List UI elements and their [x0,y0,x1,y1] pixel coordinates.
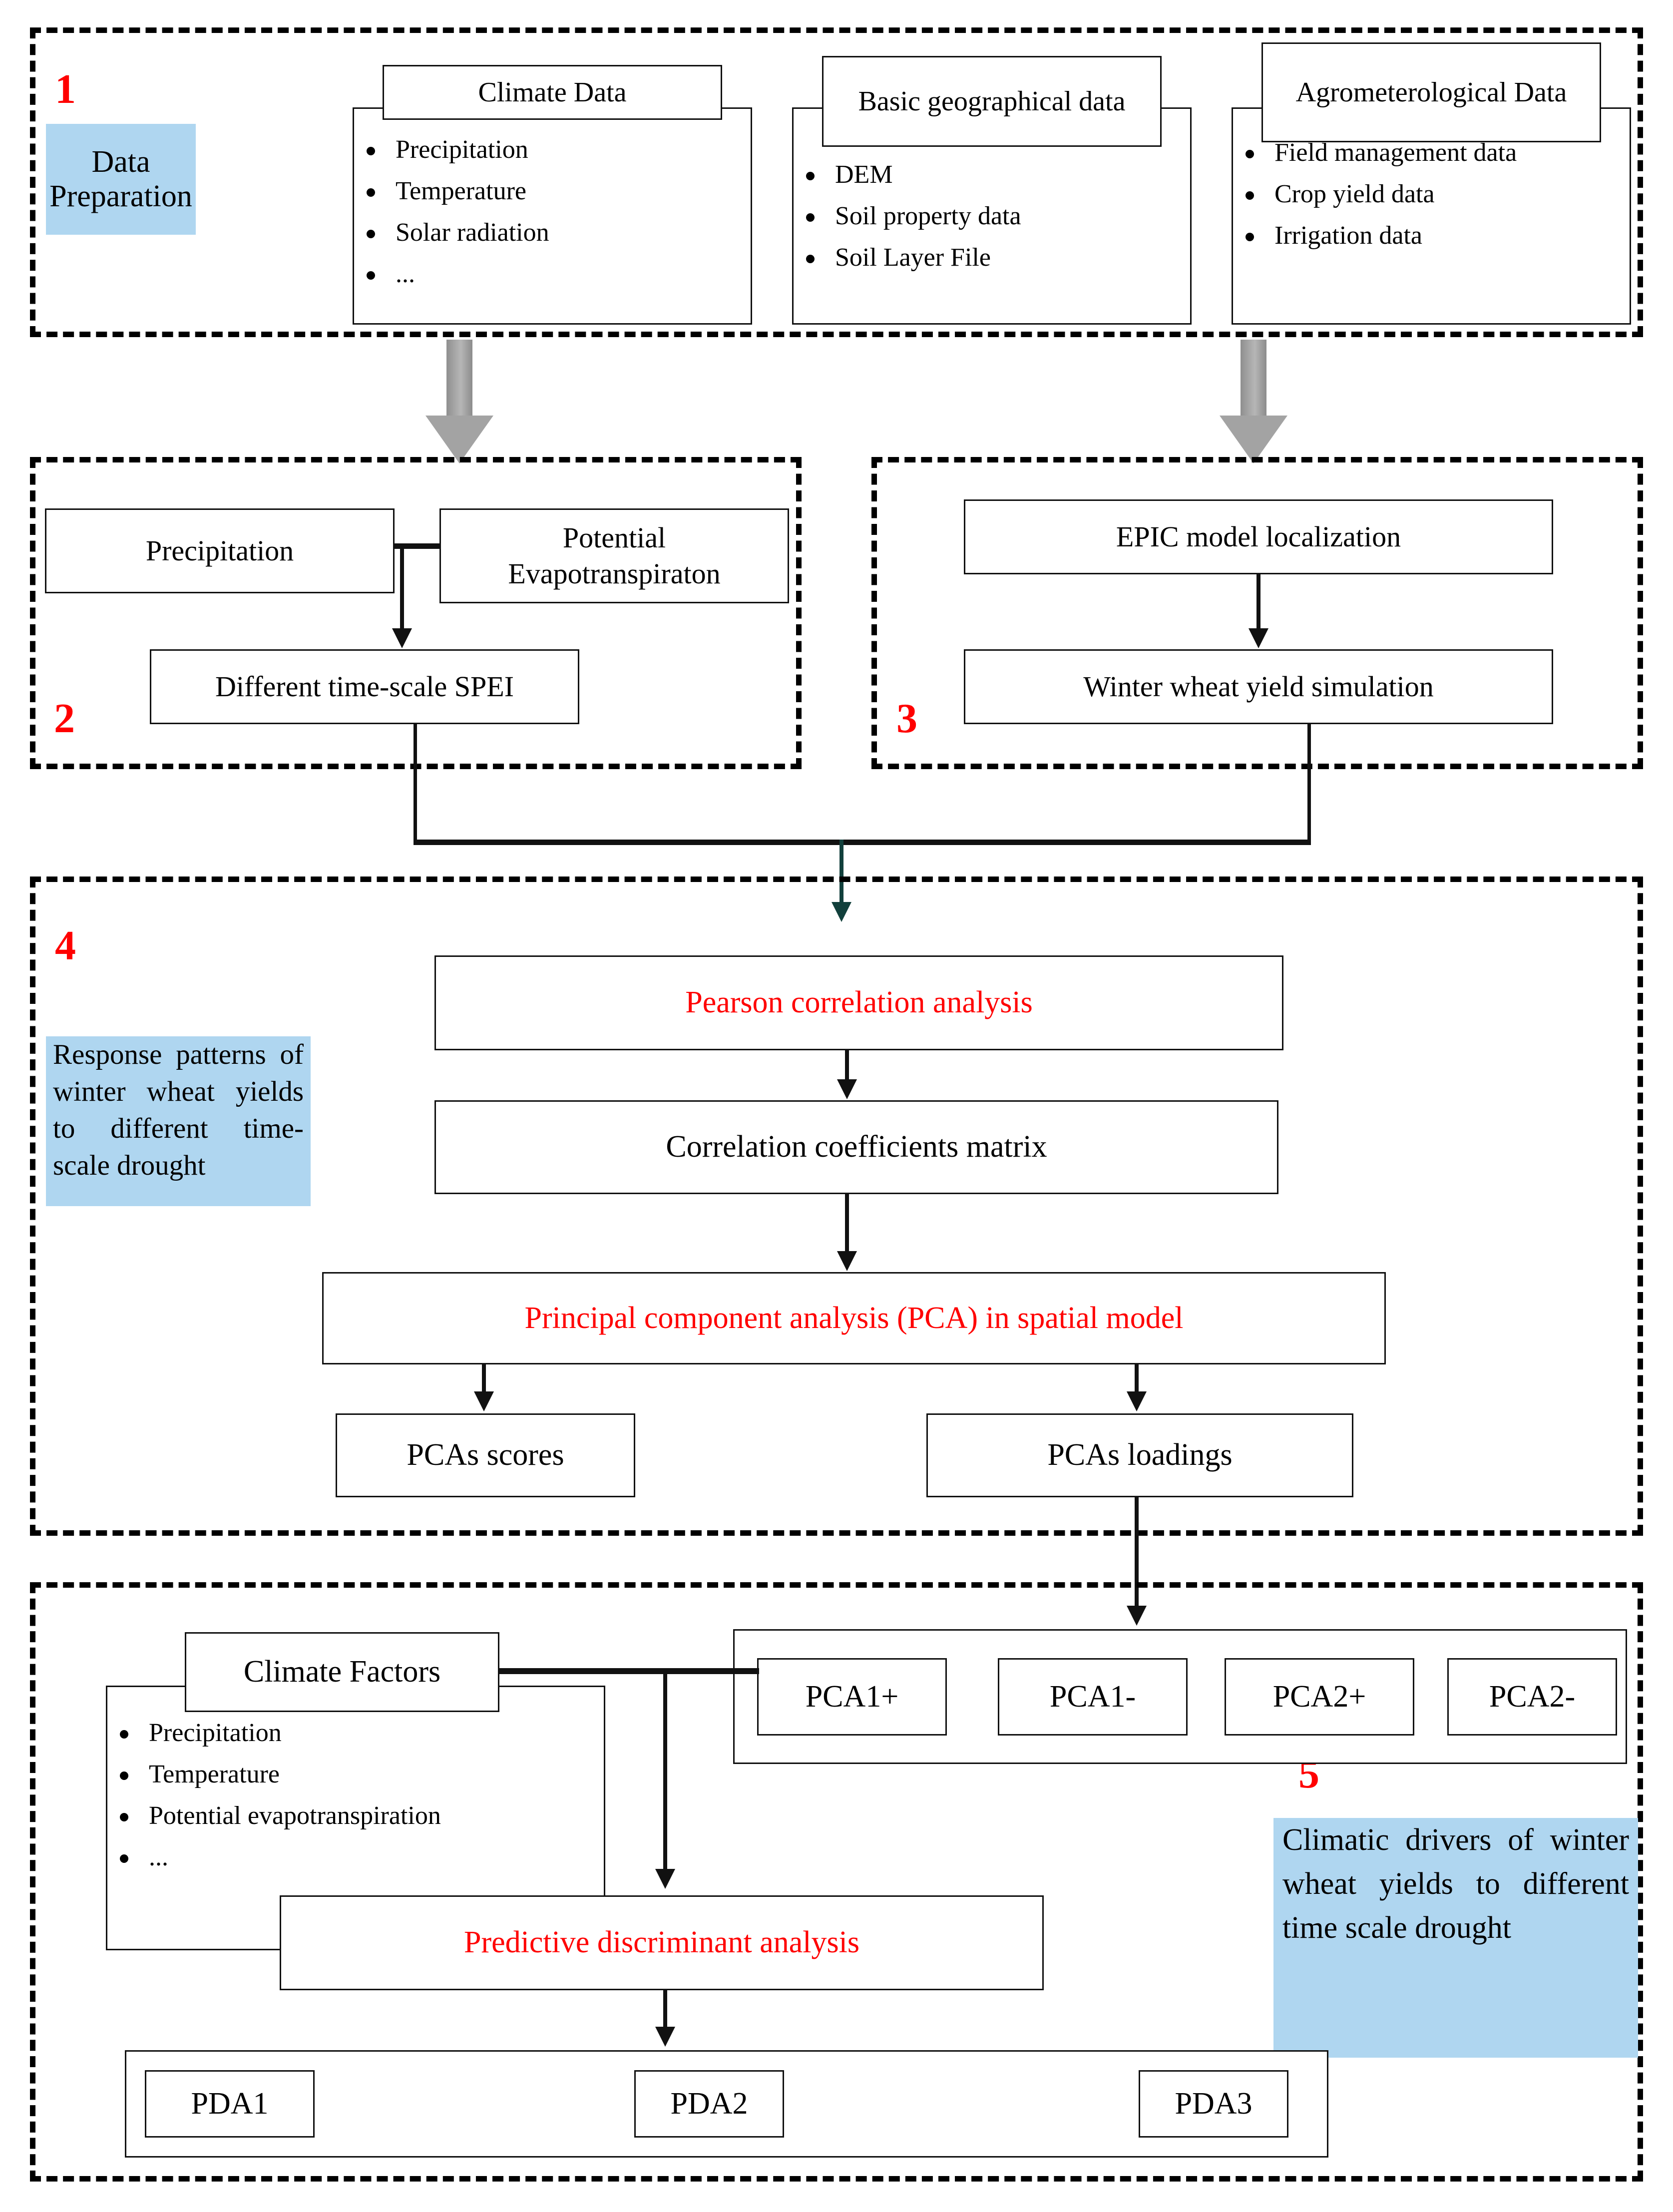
stage-5-container [30,1582,1643,2182]
arrowhead-to-pearson [832,902,851,922]
list-item: Precipitation [106,1718,605,1748]
arrowhead-loadings-to-pca-groups [1127,1606,1147,1626]
list-item: ... [353,259,752,289]
agrometerological-item-list: Field management data Crop yield data Ir… [1232,138,1616,262]
spei-box: Different time-scale SPEI [150,649,579,724]
connector-loadings-to-pca-groups [1135,1497,1139,1608]
arrowhead-pca-to-scores [474,1391,494,1411]
pda2-box: PDA2 [634,2070,784,2138]
climate-factors-item-list: Precipitation Temperature Potential evap… [106,1718,605,1884]
basic-geographical-item-list: DEM Soil property data Soil Layer File [792,160,1192,284]
precipitation-box: Precipitation [45,508,395,593]
list-item: Crop yield data [1232,179,1616,209]
stage-3-number: 3 [896,695,917,742]
list-item: Temperature [106,1760,605,1789]
pca2-plus-box: PCA2+ [1225,1658,1414,1736]
arrowhead-to-spei [392,628,412,648]
pearson-correlation-analysis-box: Pearson correlation analysis [434,955,1283,1050]
list-item: Field management data [1232,138,1616,167]
list-item: Solar radiation [353,218,752,247]
correlation-coefficients-matrix-box: Correlation coefficients matrix [434,1100,1278,1194]
pca-spatial-model-label: Principal component analysis (PCA) in sp… [524,1301,1184,1335]
arrowhead-epic-to-yield [1249,628,1268,648]
list-item: Potential evapotranspiration [106,1801,605,1830]
connector-pda-to-groups [663,1990,667,2029]
connector-to-spei [400,545,404,629]
stage-5-note: Climatic drivers of winter wheat yields … [1273,1818,1638,2058]
potential-evapotranspiration-box: Potential Evapotranspiraton [439,508,789,603]
connector-precip-pet [394,543,440,549]
pcas-loadings-box: PCAs loadings [926,1413,1353,1497]
arrowhead-pda-to-groups [655,2027,675,2047]
list-item: DEM [792,160,1192,189]
basic-geographical-data-card-title: Basic geographical data [822,56,1162,147]
arrowhead-pearson-to-matrix [837,1079,857,1099]
arrowhead-pca-to-loadings [1127,1391,1147,1411]
predictive-discriminant-analysis-label: Predictive discriminant analysis [463,1925,860,1960]
arrowhead-to-pda-box [655,1869,675,1889]
list-item: ... [106,1842,605,1872]
climate-data-item-list: Precipitation Temperature Solar radiatio… [353,135,752,301]
connector-climate-factors-to-pca-groups [499,1668,759,1674]
winter-wheat-yield-simulation-box: Winter wheat yield simulation [964,649,1553,724]
pearson-correlation-analysis-label: Pearson correlation analysis [685,985,1033,1020]
pda3-box: PDA3 [1139,2070,1288,2138]
list-item: Irrigation data [1232,221,1616,250]
agrometerological-data-card-body [1232,107,1631,325]
merge-line-left-vertical [414,724,417,843]
climate-data-card-title: Climate Data [383,65,722,120]
stage-1-number: 1 [55,66,76,112]
connector-climate-factors-down [663,1671,667,1871]
pca1-minus-box: PCA1- [998,1658,1188,1736]
merge-line-horizontal [414,840,1311,845]
pca1-plus-box: PCA1+ [757,1658,947,1736]
connector-pearson-to-matrix [845,1050,849,1081]
stage-1-note: Data Preparation [46,124,196,235]
merge-line-right-vertical [1307,724,1311,843]
stage-1-container [30,27,1643,337]
stage-3-container [871,457,1643,769]
list-item: Temperature [353,176,752,206]
list-item: Soil Layer File [792,243,1192,272]
climate-factors-card-title: Climate Factors [185,1632,499,1712]
connector-pca-to-scores [482,1364,486,1393]
stage-4-number: 4 [55,922,76,969]
connector-epic-to-yield [1256,574,1260,630]
pca-spatial-model-box: Principal component analysis (PCA) in sp… [322,1272,1386,1364]
stage-4-container [30,877,1643,1536]
gray-arrow-to-stage-3 [1189,340,1318,464]
connector-matrix-to-pca [845,1194,849,1253]
epic-model-localization-box: EPIC model localization [964,499,1553,574]
stage-4-note: Response patterns of winter wheat yields… [46,1036,311,1206]
stage-2-number: 2 [54,695,75,742]
list-item: Precipitation [353,135,752,164]
connector-pca-to-loadings [1135,1364,1139,1393]
pcas-scores-box: PCAs scores [336,1413,635,1497]
arrowhead-matrix-to-pca [837,1251,857,1271]
predictive-discriminant-analysis-box: Predictive discriminant analysis [280,1895,1044,1990]
list-item: Soil property data [792,201,1192,231]
gray-arrow-to-stage-2 [395,340,524,464]
agrometerological-data-card-title: Agrometerological Data [1261,42,1601,142]
merge-line-down-to-pearson [839,840,843,905]
pca2-minus-box: PCA2- [1447,1658,1617,1736]
pda1-box: PDA1 [145,2070,315,2138]
